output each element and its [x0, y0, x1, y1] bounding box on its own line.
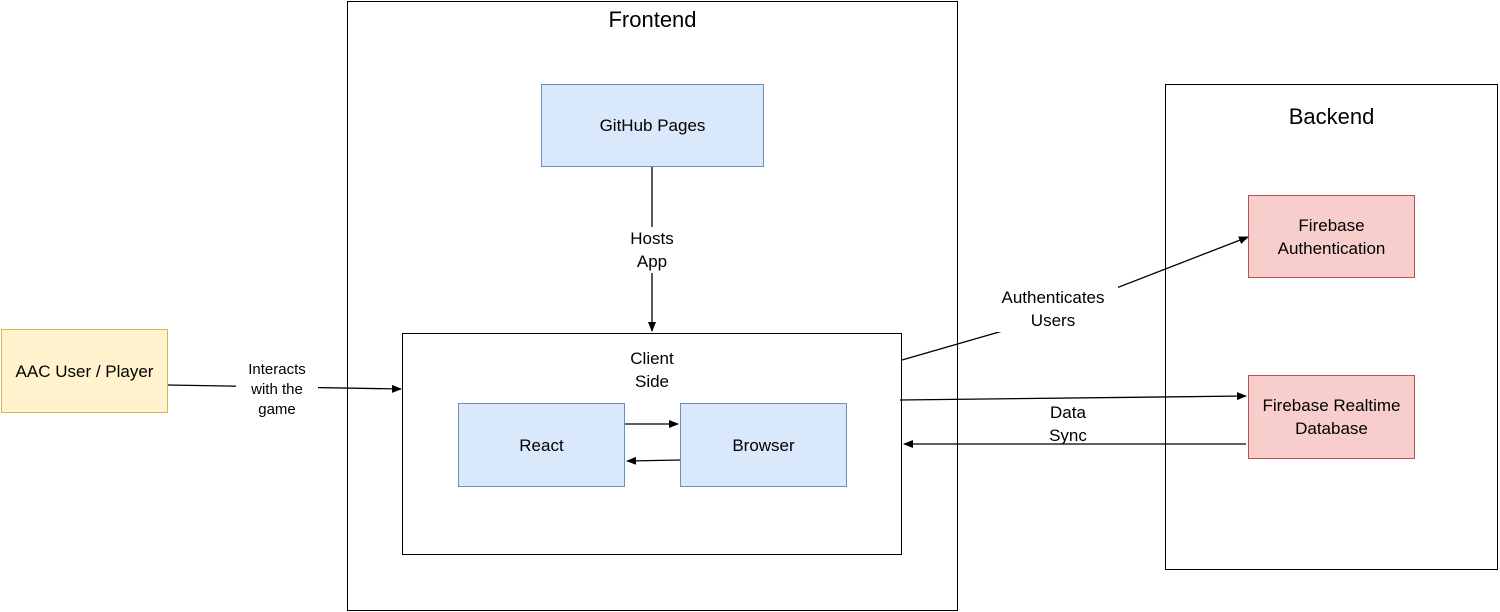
hosts-app-label: Hosts App: [610, 227, 694, 273]
backend-title: Backend: [1288, 104, 1375, 129]
aac-user-node[interactable]: AAC User / Player: [1, 329, 168, 413]
firebase-db-node[interactable]: Firebase Realtime Database: [1248, 375, 1415, 459]
frontend-container: [347, 1, 958, 611]
firebase-auth-node[interactable]: Firebase Authentication: [1248, 195, 1415, 278]
edge-client-to-db: [899, 392, 1247, 401]
backend-container: [1165, 84, 1498, 570]
interacts-label: Interacts with the game: [236, 360, 318, 420]
authenticates-label: Authenticates Users: [988, 286, 1118, 332]
frontend-title: Frontend: [608, 7, 697, 32]
client-side-container: [402, 333, 902, 555]
react-node[interactable]: React: [458, 403, 625, 487]
client-side-label: Client Side: [630, 349, 674, 391]
data-sync-label: Data Sync: [1049, 403, 1087, 445]
browser-node[interactable]: Browser: [680, 403, 847, 487]
edge-browser-to-react: [626, 456, 681, 465]
github-pages-node[interactable]: GitHub Pages: [541, 84, 764, 167]
